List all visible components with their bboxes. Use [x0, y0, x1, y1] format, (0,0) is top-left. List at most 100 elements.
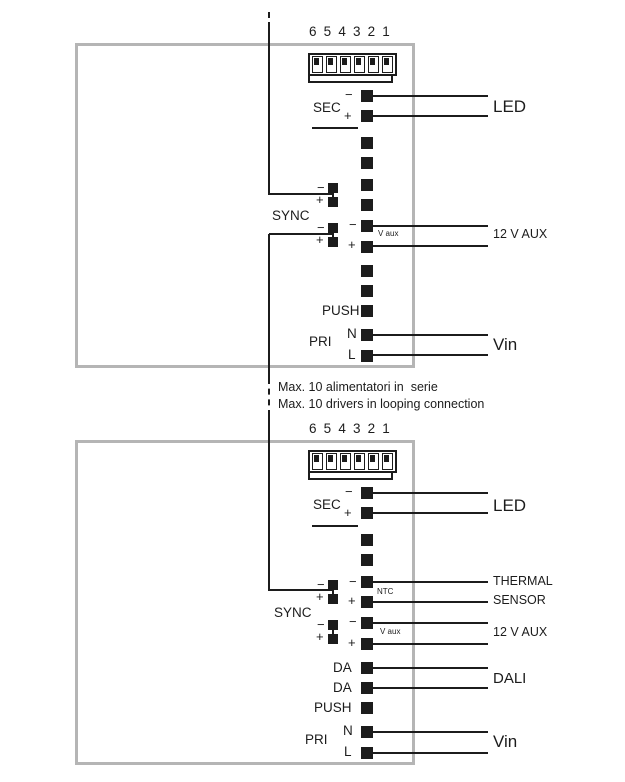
aux-plus-sign-d2: + [348, 635, 356, 650]
aux-label-d2: 12 V AUX [493, 625, 548, 639]
terminal-square-d1 [361, 137, 373, 149]
dip-knob [314, 455, 319, 462]
sec-minus-sign-d1: − [345, 87, 353, 102]
loop-wire-from-sync2-d1 [269, 233, 333, 235]
terminal-square-d1 [361, 179, 373, 191]
loop-wire-dashed-top [268, 12, 270, 28]
l-label-d2: L [344, 744, 352, 759]
wire-vin-l-d1 [373, 354, 488, 356]
led-label-d2: LED [493, 496, 527, 515]
terminal-square-d1 [361, 265, 373, 277]
thermal-label-line2-d2: SENSOR [493, 593, 546, 607]
ntc-plus-sign-d2: + [348, 593, 356, 608]
dip-slot [340, 56, 351, 73]
sync1-plus-sign-d1: + [316, 192, 324, 207]
wire-aux-minus-d2 [373, 622, 488, 624]
terminal-square-aux-minus-d2 [361, 617, 373, 629]
note-line-2: Max. 10 drivers in looping connection [278, 397, 485, 411]
sync-terminal-plus-1-d2 [328, 594, 338, 604]
led-label-d1: LED [493, 97, 527, 116]
driver1-outline [75, 43, 415, 368]
aux-label-d1: 12 V AUX [493, 227, 548, 241]
loop-wire-vertical-2 [268, 234, 270, 378]
da-bottom-label-d2: DA [333, 680, 352, 695]
terminal-square-l-d2 [361, 747, 373, 759]
terminal-square-push-d2 [361, 702, 373, 714]
wire-aux-plus-d1 [373, 245, 488, 247]
dip-switch-d2 [308, 450, 397, 473]
dip-knob [328, 455, 333, 462]
terminal-square-push-d1 [361, 305, 373, 317]
sync-connector-d1 [332, 228, 334, 242]
wire-led-plus-d2 [373, 512, 488, 514]
wire-led-plus-d1 [373, 115, 488, 117]
ntc-minus-sign-d2: − [349, 574, 357, 589]
dip-slot [354, 453, 365, 470]
vaux-label-d2: V aux [380, 627, 401, 636]
terminal-square-d1 [361, 285, 373, 297]
wire-da2-d2 [373, 687, 488, 689]
wire-aux-plus-d2 [373, 643, 488, 645]
dip-switch-base-d1 [308, 74, 393, 83]
wire-da1-d2 [373, 667, 488, 669]
push-label-d1: PUSH [322, 303, 360, 318]
sync1-minus-sign-d2: − [317, 577, 325, 592]
terminal-square-aux-minus-d1 [361, 220, 373, 232]
sync1-minus-sign-d1: − [317, 180, 325, 195]
sync-terminal-minus-1-d1 [328, 183, 338, 193]
n-label-d1: N [347, 326, 357, 341]
terminal-square-da1-d2 [361, 662, 373, 674]
dip-slot [354, 56, 365, 73]
note-line-1: Max. 10 alimentatori in serie [278, 380, 438, 394]
sync2-minus-sign-d2: − [317, 617, 325, 632]
terminal-square-ntc-minus-d2 [361, 576, 373, 588]
dip-slot [368, 453, 379, 470]
dip-knob [356, 455, 361, 462]
terminal-square-l-d1 [361, 350, 373, 362]
loop-wire-vertical-3 [268, 415, 270, 591]
sync-terminal-plus-2-d2 [328, 634, 338, 644]
sync-connector-d2 [332, 625, 334, 639]
sync-label-d2: SYNC [274, 605, 312, 620]
terminal-square-sec-plus-d1 [361, 110, 373, 122]
terminal-square-sec-plus-d2 [361, 507, 373, 519]
sec-underline-d2 [312, 525, 358, 527]
vin-label-d2: Vin [493, 732, 518, 751]
vaux-label-d1: V aux [378, 229, 399, 238]
dip-slot [312, 56, 323, 73]
sec-label-d1: SEC [313, 100, 341, 115]
wire-led-minus-d1 [373, 95, 488, 97]
sec-plus-sign-d1: + [344, 108, 352, 123]
wire-aux-minus-d1 [373, 225, 488, 227]
aux-minus-sign-d1: − [349, 217, 357, 232]
pri-label-d1: PRI [309, 334, 332, 349]
dip-slot [326, 56, 337, 73]
dip-switch-d1 [308, 53, 397, 76]
terminal-square-d1 [361, 199, 373, 211]
dip-slot [326, 453, 337, 470]
dip-slot [340, 453, 351, 470]
sync-terminal-plus-1-d1 [328, 197, 338, 207]
da-top-label-d2: DA [333, 660, 352, 675]
dip-slot [382, 453, 393, 470]
vin-label-d1: Vin [493, 335, 518, 354]
ntc-label-d2: NTC [377, 587, 394, 596]
terminal-square-n-d2 [361, 726, 373, 738]
sync-terminal-minus-1-d2 [328, 580, 338, 590]
dip-numbers-d2: 6 5 4 3 2 1 [309, 421, 392, 436]
dip-knob [314, 58, 319, 65]
dip-knob [342, 58, 347, 65]
aux-minus-sign-d2: − [349, 614, 357, 629]
dip-knob [370, 58, 375, 65]
dip-knob [342, 455, 347, 462]
dip-slot [312, 453, 323, 470]
dip-knob [370, 455, 375, 462]
wire-vin-n-d2 [373, 731, 488, 733]
wire-led-minus-d2 [373, 492, 488, 494]
sec-underline-d1 [312, 127, 358, 129]
wire-ntc-minus-d2 [373, 581, 488, 583]
dip-knob [384, 455, 389, 462]
sync-connector-d1 [332, 188, 334, 202]
pri-label-d2: PRI [305, 732, 328, 747]
